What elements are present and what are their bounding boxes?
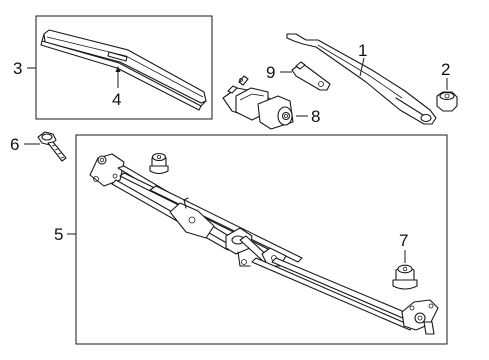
blade-assembly-box: 3 xyxy=(13,15,213,120)
callout-9-group: 9 xyxy=(266,63,292,82)
callout-9: 9 xyxy=(266,63,275,82)
callout-6-group: 6 xyxy=(10,135,40,154)
callout-1: 1 xyxy=(358,41,367,60)
callout-3: 3 xyxy=(13,59,22,78)
callout-7: 7 xyxy=(399,231,408,250)
callout-4: 4 xyxy=(112,90,121,109)
callout-7-group: 7 xyxy=(399,231,408,263)
bracket xyxy=(291,61,331,91)
callout-1-group: 1 xyxy=(358,41,367,77)
wiper-linkage xyxy=(89,152,439,335)
wiper-blade xyxy=(40,29,207,111)
callout-6: 6 xyxy=(10,135,19,154)
callout-4-group: 4 xyxy=(112,66,121,109)
bolt xyxy=(37,131,67,162)
wiper-motor xyxy=(222,75,294,130)
callout-2: 2 xyxy=(441,60,450,79)
callout-5: 5 xyxy=(54,225,63,244)
callout-8-group: 8 xyxy=(296,107,320,126)
wiper-arm xyxy=(286,33,437,125)
nut xyxy=(436,91,458,112)
callout-8: 8 xyxy=(311,107,320,126)
linkage-assembly-box: 5 xyxy=(54,134,448,345)
callout-2-group: 2 xyxy=(441,60,450,90)
